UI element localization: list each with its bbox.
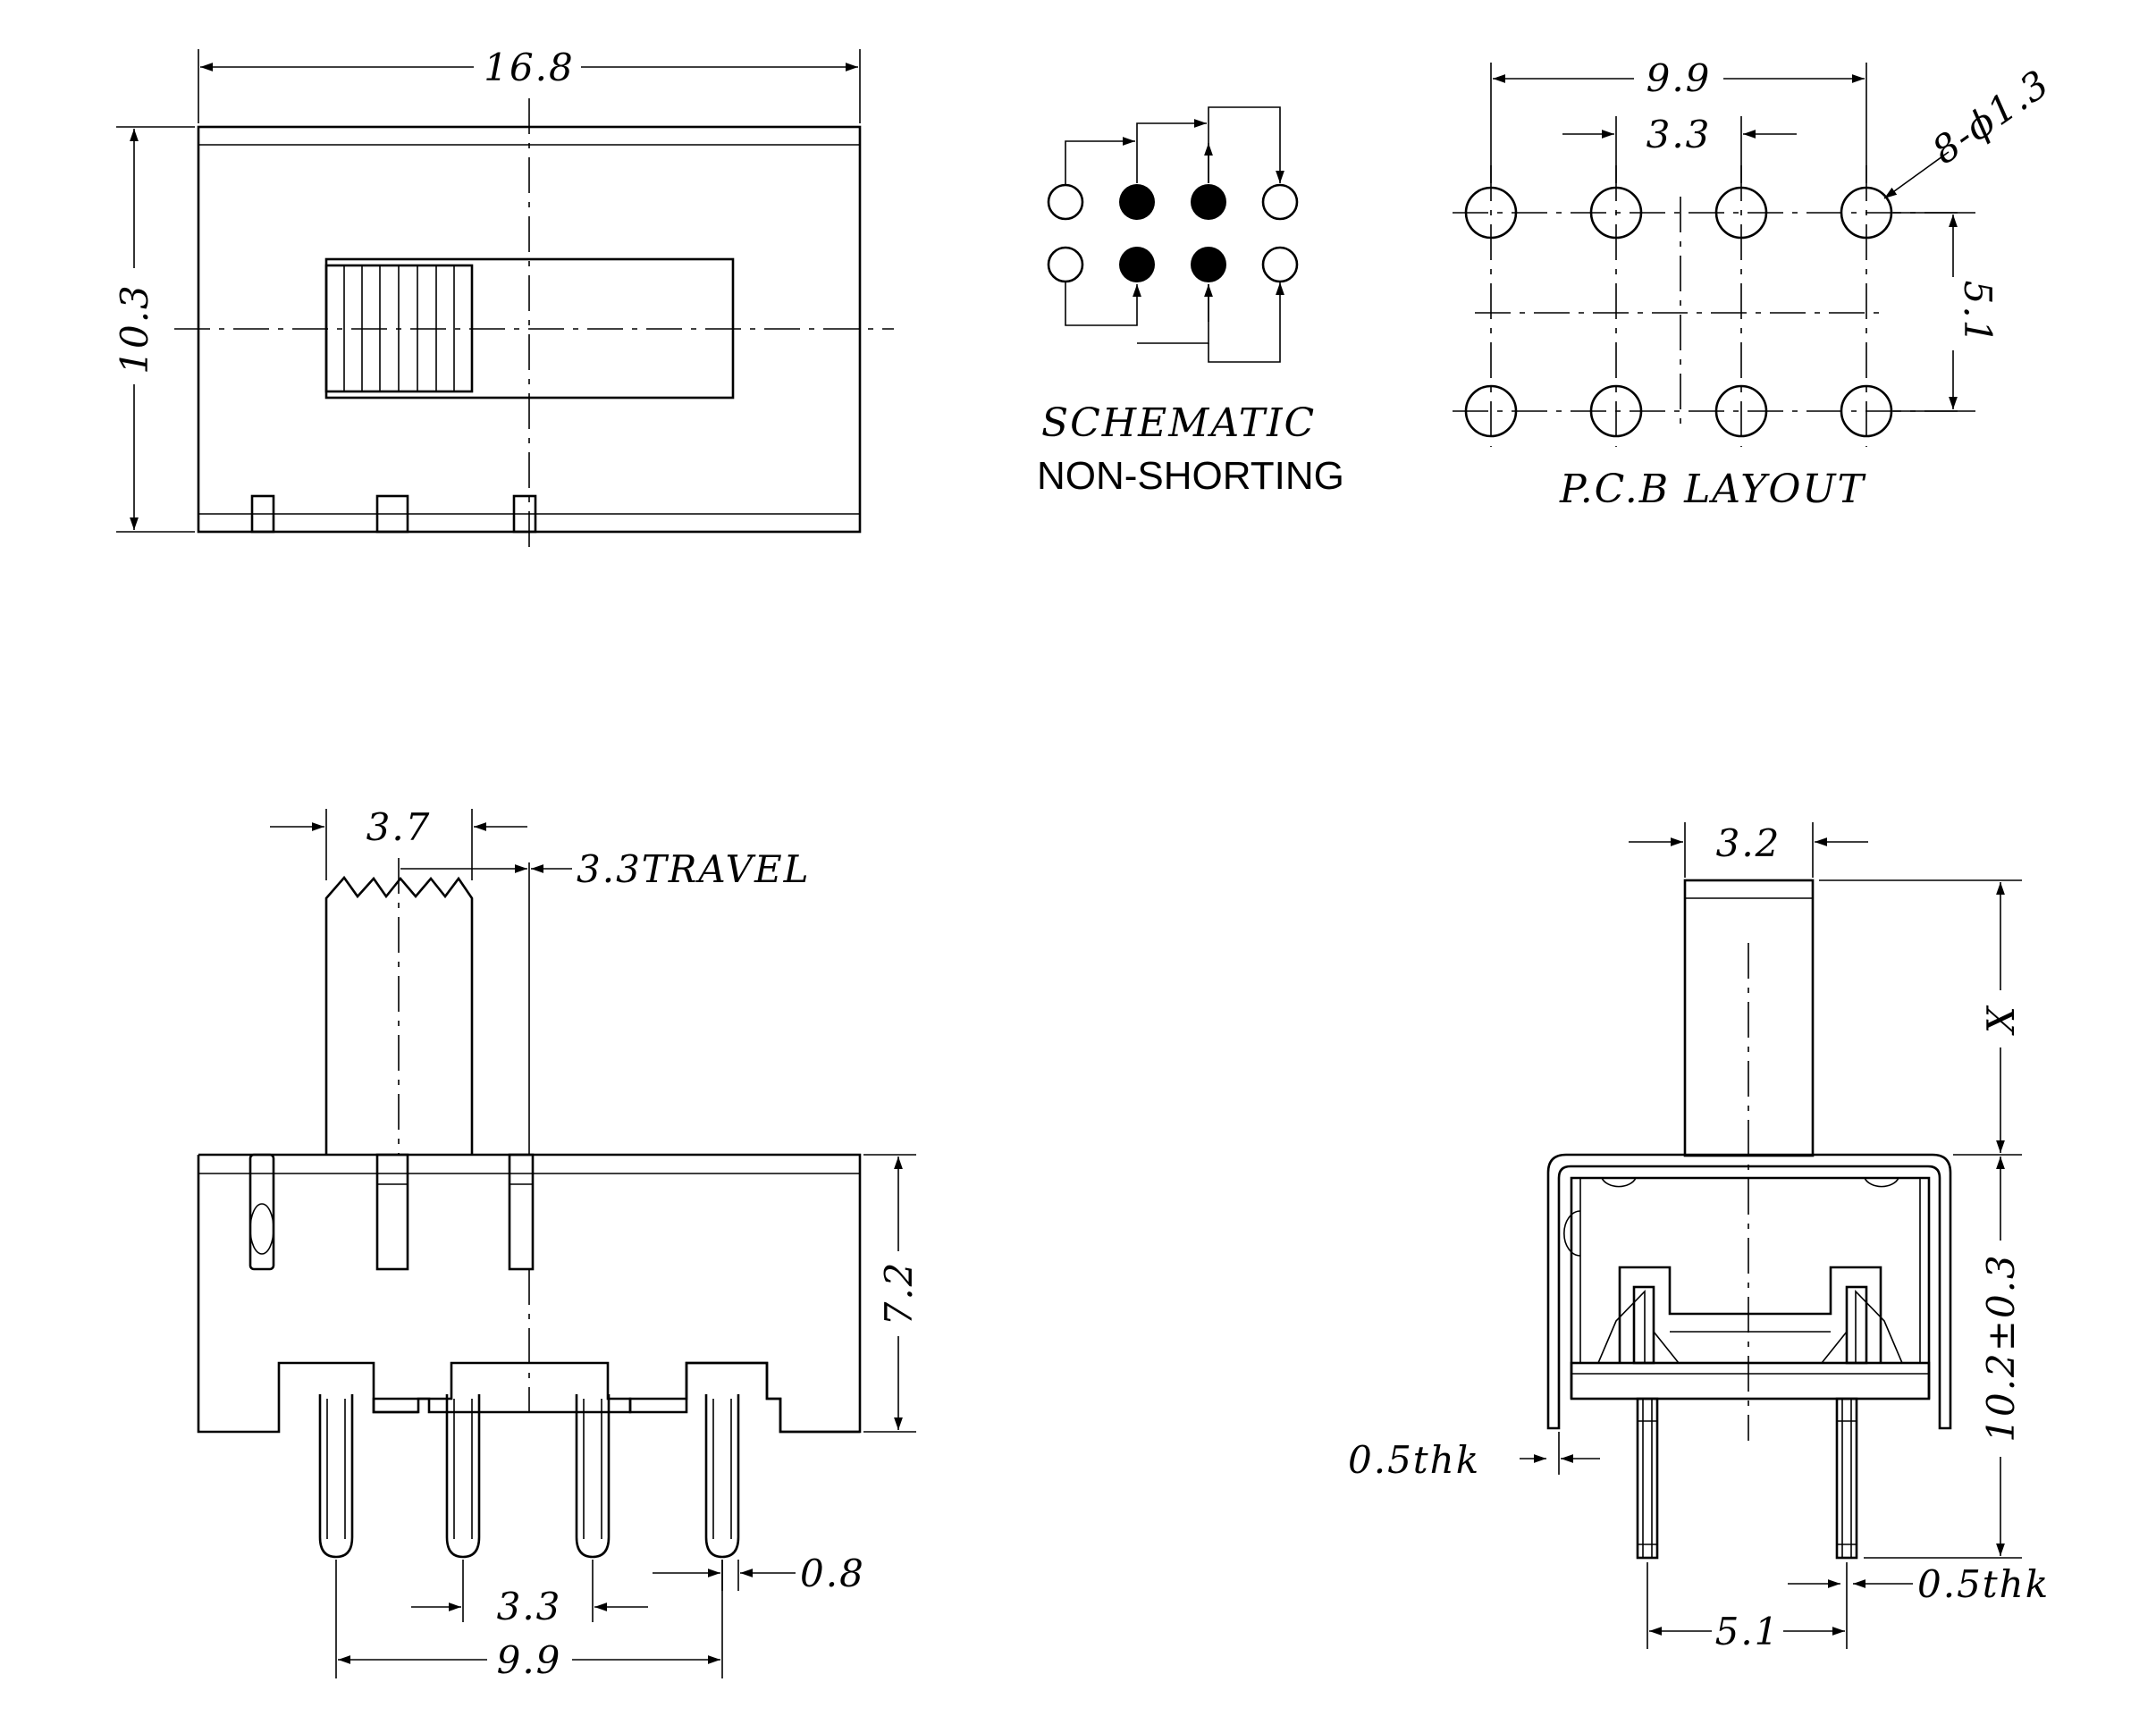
contact-filled [1191,184,1226,220]
frame-thk-label: 0.5thk [1348,1438,1480,1482]
pcb-hole [1464,384,1518,438]
travel-label: 3.3TRAVEL [577,847,811,891]
body-height-label: 7.2 [877,1261,921,1326]
side-view: 3.2 X 10.2±0.3 0.5thk 0.5thk 5.1 [1348,821,2050,1653]
actuator-width-label: 3.7 [366,805,432,849]
top-view: 16.8 10.3 [113,46,894,550]
side-actuator-width-label: 3.2 [1716,821,1781,865]
pin-width-label: 0.8 [800,1552,865,1595]
pin-spacing-label: 5.1 [1715,1610,1781,1653]
pcb-hole [1840,186,1893,240]
pcb-hole [1840,384,1893,438]
pcb-layout: 9.9 3.3 5.1 8-ϕ1.3 P.C.B LAYOUT [1453,56,2058,512]
front-view: 3.7 3.3TRAVEL 7.2 0.8 3.3 9.9 [197,805,921,1682]
total-height-label: 10.2±0.3 [1979,1253,2023,1443]
top-width-label: 16.8 [484,46,575,89]
pcb-hole [1589,186,1643,240]
pin-pitch-label: 3.3 [497,1585,562,1628]
pcb-row-length: 9.9 [1646,56,1712,100]
schematic: SCHEMATIC NON-SHORTING [1037,106,1344,498]
pcb-title: P.C.B LAYOUT [1559,467,1866,512]
schematic-title: SCHEMATIC [1041,400,1316,446]
actuator-height-label: X [1979,1005,2023,1036]
pcb-row-spacing: 5.1 [1956,281,2000,346]
contact-filled [1191,247,1226,282]
contact-filled [1119,247,1155,282]
pcb-holes-label: 8-ϕ1.3 [1924,61,2059,172]
schematic-subtitle: NON-SHORTING [1037,454,1344,498]
pin-thk-label: 0.5thk [1917,1562,2050,1606]
pin-span-label: 9.9 [497,1638,562,1682]
pcb-hole [1589,384,1643,438]
pcb-hole [1464,186,1518,240]
pcb-hole [1714,186,1768,240]
top-height-label: 10.3 [113,283,156,374]
pcb-hole [1714,384,1768,438]
pcb-pitch: 3.3 [1646,113,1712,156]
contact-filled [1119,184,1155,220]
